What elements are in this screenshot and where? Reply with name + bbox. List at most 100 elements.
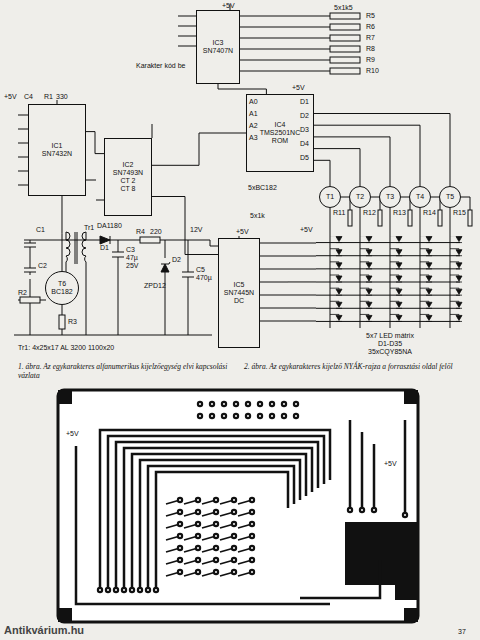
part-type: SN7445N [224,289,254,297]
signal-wire [314,125,420,186]
diode-name: D1 [100,244,109,252]
pcb-pad [145,587,151,593]
resistor-name: R8 [366,45,375,53]
transformer-note: Tr1: 4x25x17 AL 3200 1100x20 [18,344,114,352]
pcb-pad [233,413,239,419]
pcb-hole [179,523,181,525]
part-type: ROM [272,137,288,145]
watermark: Antikvárium.hu [4,624,84,636]
resistor-name: R14 [423,209,436,217]
pcb-hole [247,415,249,417]
led-symbol [336,276,342,282]
transistor-symbol: T1 [319,186,341,208]
part-name: BC182 [51,288,72,296]
resistor-name: R4 [136,228,145,236]
led-symbol [456,263,462,269]
resistor-name: R10 [366,67,379,75]
part-id: IC2 [123,161,134,169]
supply-label: +5V [236,228,249,236]
pcb-pad [197,401,203,407]
resistor-name: R7 [366,34,375,42]
pcb-hole [233,547,235,549]
pcb-hole [115,589,117,591]
led-symbol [456,276,462,282]
part-name: T2 [356,193,364,201]
part-name: T6 [58,280,66,288]
part-rect [330,57,360,63]
pcb-pad [153,587,159,593]
pin-name: A0 [249,98,258,106]
part-type: SN7407N [203,47,233,55]
pcb-pad [105,587,111,593]
pcb-hole [404,514,406,516]
transistor-type: 5xBC182 [248,184,277,192]
pcb-hole [251,535,253,537]
pcb-hole [233,523,235,525]
led-symbol [366,315,372,321]
pcb-hole [251,547,253,549]
pcb-track [116,442,318,590]
pcb-pad [249,569,255,575]
transistor-symbol: T4 [409,186,431,208]
pcb-pad [249,557,255,563]
node-text: T6BC182 [51,280,72,296]
part-type: CT 2 [120,177,135,185]
resistor-value: 5x1k [250,212,265,220]
led-symbol [336,315,342,321]
pcb-pad [231,569,237,575]
capacitor-name: C5 [196,266,205,274]
wire-path [110,236,111,244]
pcb-hole [139,589,141,591]
pcb-hole [233,559,235,561]
pcb-pad [113,587,119,593]
signal-wire [218,84,266,94]
node-text: 5x7 LED mátrixD1-D3535xCQY85NA [366,332,414,356]
pcb-hole [197,535,199,537]
transistor-circle [350,187,371,208]
pcb-pad [177,569,183,575]
capacitor-name: C1 [36,226,45,234]
pcb-hole [147,589,149,591]
resistor-value: 5x1k5 [334,4,353,12]
pin-name: D3 [300,126,309,134]
node-text: IC3SN7407N [203,39,233,55]
supply-label: +5V [4,93,17,101]
led-symbol [396,289,402,295]
transistor-circle [440,187,461,208]
pcb-track [132,454,306,590]
wire-path [240,16,330,71]
led-symbol [426,276,432,282]
pcb-label: +5V [66,430,79,438]
zener-type: ZPD12 [144,282,166,290]
pcb-hole [215,511,217,513]
pcb-pad [257,401,263,407]
node-text: T5 [446,193,454,201]
part-rect [58,608,72,622]
pin-name: A2 [249,122,258,130]
pcb-pad [293,401,299,407]
part-rect [330,35,360,41]
pcb-hole [197,511,199,513]
led-symbol [336,263,342,269]
led-symbol [366,263,372,269]
led-symbol [426,302,432,308]
pcb-hole [215,571,217,573]
part-rect [330,46,360,52]
pin-name: D5 [300,154,309,162]
pcb-pad [269,401,275,407]
transistor-symbol: T3 [379,186,401,208]
part-rect [330,68,360,74]
pcb-track [156,472,288,590]
pcb-pad [281,401,287,407]
pcb-hole [131,589,133,591]
pcb-pad [249,545,255,551]
pcb-hole [199,403,201,405]
pcb-track [148,466,294,590]
resistor-name: R1 [44,93,53,101]
pcb-pad [269,413,275,419]
pcb-pad [249,509,255,515]
transformer-name: Tr1 [84,224,94,232]
part-id: IC1 [52,142,63,150]
pcb-pad [213,509,219,515]
pcb-pad [249,533,255,539]
